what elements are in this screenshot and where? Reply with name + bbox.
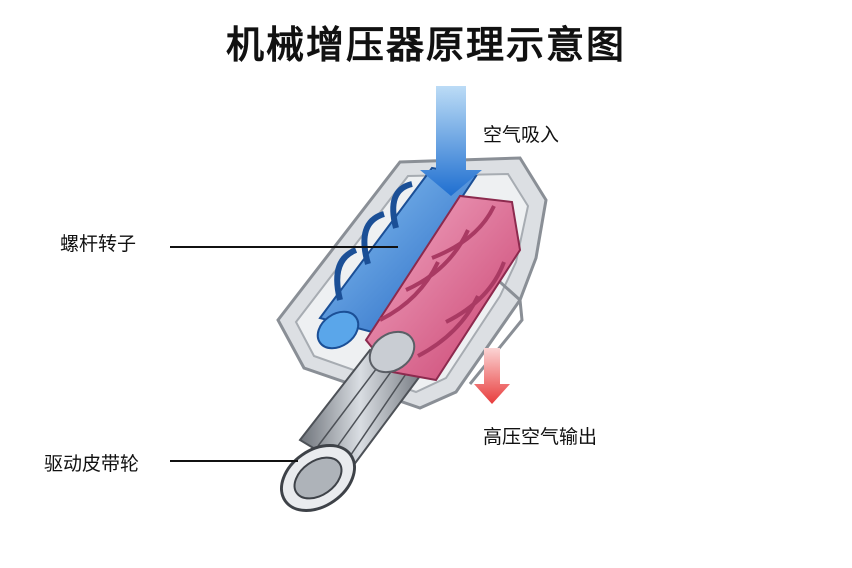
drive-pulley-label: 驱动皮带轮	[44, 453, 140, 475]
air-inlet-arrow	[420, 86, 482, 196]
screw-rotor-label: 螺杆转子	[60, 233, 137, 255]
air-intake-label: 空气吸入	[483, 124, 560, 146]
air-outlet-arrow	[474, 348, 510, 404]
high-pressure-output-label: 高压空气输出	[483, 426, 598, 448]
blue-screw-rotor	[316, 166, 478, 350]
drive-pulley	[280, 444, 356, 512]
diagram-title: 机械增压器原理示意图	[225, 23, 626, 67]
pink-screw-rotor	[364, 194, 522, 382]
